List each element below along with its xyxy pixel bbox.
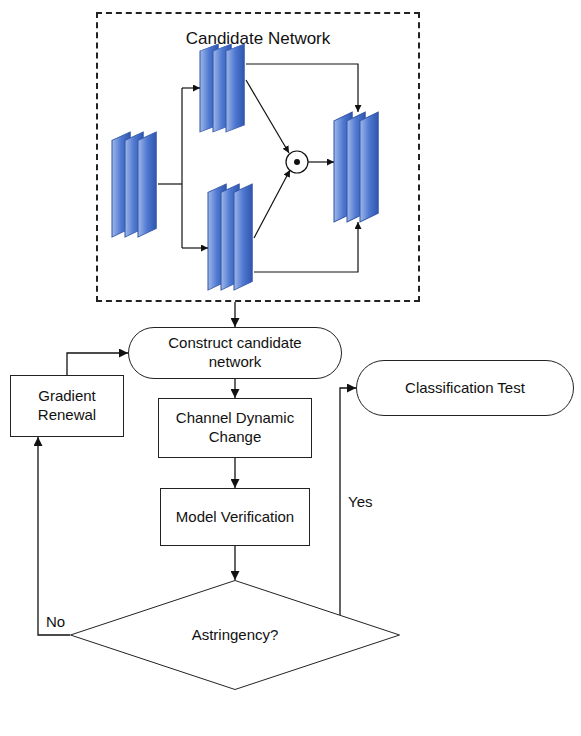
branch-feature-maps [200,44,244,132]
wire [181,88,182,248]
multiply-dot [294,159,300,165]
wire [254,170,290,238]
branch-feature-maps [208,184,252,290]
terminal-box: Classification Test [356,360,574,416]
wire [182,247,208,248]
node-label: Astringency? [192,626,279,645]
process-box: Gradient Renewal [10,375,124,437]
node-label: Construct candidate network [143,334,327,372]
wire [246,80,289,153]
node-label: Candidate Network [186,28,331,49]
edge-label: Yes [346,493,374,511]
node-label: Classification Test [405,379,525,398]
node-label: Model Verification [176,508,294,527]
flow-arrow [234,302,235,327]
process-box: Channel Dynamic Change [158,398,312,458]
decision-diamond: Astringency? [70,580,400,690]
multiply-symbol [286,151,308,173]
node-label: Gradient Renewal [17,387,117,425]
flow-arrow [234,379,235,398]
flow-arrow [67,353,128,375]
wire [246,64,358,112]
process-box: Model Verification [160,488,310,546]
flow-arrow [234,546,235,580]
wire [254,222,358,272]
candidate-network-frame: Candidate Network [96,12,420,302]
wire [182,87,200,88]
input-feature-maps [112,132,156,237]
flow-arrow [234,458,235,488]
output-feature-maps [334,112,378,222]
wire [308,161,334,162]
flow-arrow [38,437,70,635]
terminal-box: Construct candidate network [128,327,342,379]
node-label: Channel Dynamic Change [165,409,305,447]
wire [158,183,182,184]
edge-label: No [44,613,67,631]
